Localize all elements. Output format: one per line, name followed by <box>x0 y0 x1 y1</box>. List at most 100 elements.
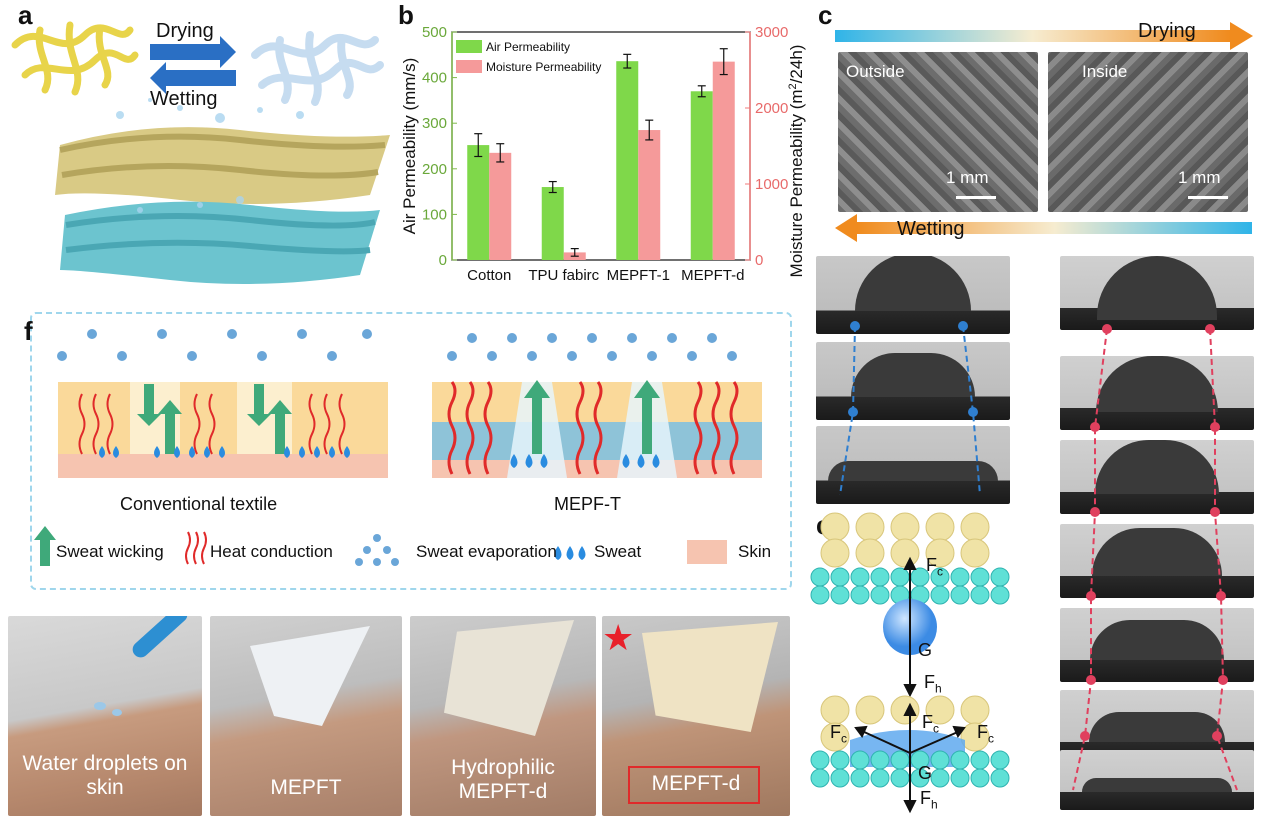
panel-label-a: a <box>18 0 33 30</box>
right-axis-title: Moisture Permeability (m2/24h) <box>787 45 806 278</box>
evaporation-dots-left <box>57 329 372 361</box>
drying-frame: 6 s <box>1060 440 1254 514</box>
water-droplets-icon <box>116 98 304 213</box>
droplet-silhouette-icon <box>828 461 998 481</box>
droplet-silhouette-icon <box>1082 778 1232 792</box>
droplet-silhouette-icon <box>1090 619 1224 660</box>
right-tick-label: 0 <box>755 252 763 269</box>
heat-conduction-legend-icon <box>185 531 207 565</box>
outside-label: Outside <box>846 62 905 81</box>
fh-label-bottom: Fh <box>920 788 938 812</box>
droplet-silhouette-icon <box>851 353 975 397</box>
drying-trace-lines <box>1072 328 1238 791</box>
mepf-t-caption: MEPF-T <box>554 494 621 514</box>
legend-skin: Skin <box>738 542 772 561</box>
panel-a-illustration <box>11 21 390 284</box>
legend-label: Air Permeability <box>486 40 570 54</box>
wetting-gradient-arrow-icon <box>835 214 1252 242</box>
legend-sweat-wicking: Sweat wicking <box>56 542 164 561</box>
bottom-yellow-spheres-icon <box>820 695 990 752</box>
contact-angle-frame: 0 s <box>816 256 1010 334</box>
dry-fiber-yellow-icon <box>11 21 139 96</box>
caption-hydrophilic: Hydrophilic MEPFT-d <box>451 756 555 803</box>
drying-gradient-arrow-icon <box>835 22 1253 50</box>
panel-f: f <box>24 312 792 590</box>
star-icon: ★ <box>602 617 635 658</box>
photo-hydrophilic-mepft-d: Hydrophilic MEPFT-d <box>410 616 596 816</box>
legend-sweat-evaporation: Sweat evaporation <box>416 542 557 561</box>
g-label-top: G <box>918 640 933 660</box>
scale-bar-right <box>1188 196 1228 199</box>
legend-heat-conduction: Heat conduction <box>210 542 333 561</box>
scale-label-left: 1 mm <box>946 168 989 187</box>
skin-legend-icon <box>687 540 727 564</box>
bar-moisture <box>489 152 512 260</box>
sem-inside-image: Inside 1 mm <box>1048 52 1248 212</box>
wetting-trace-lines <box>839 325 981 496</box>
droplet-silhouette-icon <box>1089 711 1225 742</box>
bar-air <box>541 187 564 260</box>
scale-bar-left <box>956 196 996 199</box>
bar-air <box>616 61 639 261</box>
evaporation-dots-right <box>447 333 737 361</box>
wet-fiber-blue-icon <box>251 31 384 106</box>
sweat-management-diagram <box>34 329 762 566</box>
legend-sweat: Sweat <box>594 542 642 561</box>
blue-fabric-layer-icon <box>60 201 380 284</box>
mepft-fabric-icon <box>250 626 370 726</box>
photo-water-droplets: Water droplets on skin <box>8 616 202 816</box>
mepf-t-diagram <box>432 333 762 478</box>
panel-label-b: b <box>398 0 414 30</box>
drying-arrow-icon <box>150 36 236 68</box>
left-tick-label: 500 <box>422 24 447 41</box>
droplet-icon <box>112 709 122 716</box>
legend-label: Moisture Permeability <box>486 60 601 74</box>
wicking-arrows-right <box>524 380 660 454</box>
caption-mepft: MEPFT <box>270 776 342 799</box>
right-tick-label: 1000 <box>755 176 788 193</box>
yellow-fabric-layer-icon <box>55 127 390 204</box>
force-arrows-bottom <box>854 702 966 814</box>
mepft-d-fabric-icon <box>642 622 778 732</box>
fc-label-right: Fc <box>977 722 994 746</box>
wicking-arrows-left <box>137 384 292 454</box>
sweat-drops-left <box>99 446 350 458</box>
top-yellow-spheres-icon <box>820 512 990 568</box>
panel-label-f: f <box>24 316 33 346</box>
sweat-wicking-legend-icon <box>34 526 56 566</box>
panel-label-c: c <box>818 0 833 30</box>
droplet-silhouette-icon <box>1092 527 1222 576</box>
category-label: Cotton <box>467 267 511 284</box>
wetting-trace-points <box>848 321 978 417</box>
fc-label-top: Fc <box>926 555 943 579</box>
droplet-icon <box>94 702 106 710</box>
wetting-label: Wetting <box>897 218 965 240</box>
highlight-box <box>628 766 760 804</box>
legend-swatch <box>456 40 482 53</box>
left-axis-title: Air Permeability (mm/s) <box>400 58 419 235</box>
legend-swatch <box>456 60 482 73</box>
sem-outside-image: Outside 1 mm <box>838 52 1038 212</box>
wetting-arrow-icon <box>150 62 236 94</box>
force-arrows-top <box>903 556 917 698</box>
caption-mepft-d: MEPFT-d <box>651 772 741 795</box>
heat-arrows-left <box>78 393 346 455</box>
conventional-textile-diagram <box>57 329 388 478</box>
sweat-legend-icon <box>554 546 586 560</box>
drying-frame: 0 s <box>1060 256 1254 330</box>
conventional-textile-caption: Conventional textile <box>120 494 278 514</box>
bar-air <box>467 145 490 260</box>
bar-moisture <box>638 130 661 260</box>
left-tick-label: 200 <box>422 161 447 178</box>
category-label: MEPFT-d <box>681 267 744 284</box>
left-tick-label: 100 <box>422 206 447 223</box>
top-cyan-spheres-icon <box>810 567 1010 605</box>
drying-text: Drying <box>156 20 214 42</box>
inside-label: Inside <box>1082 62 1128 81</box>
wetting-text: Wetting <box>150 88 218 110</box>
drying-frame: 3 s <box>1060 356 1254 430</box>
contact-angle-frame: 1 s <box>816 342 1010 420</box>
drying-label: Drying <box>1138 20 1196 42</box>
pipette-icon <box>129 616 191 661</box>
